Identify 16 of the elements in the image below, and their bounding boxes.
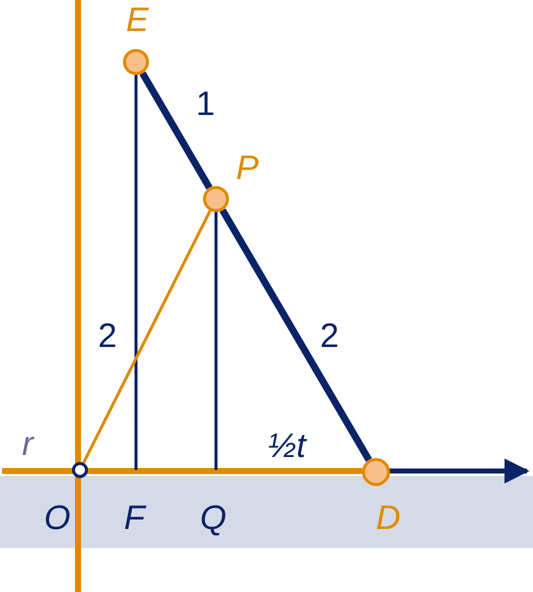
- line-segment: [214, 212, 218, 470]
- line-segment: [140, 71, 212, 190]
- edge-label: 2: [320, 318, 339, 354]
- edge-label: 2: [98, 318, 117, 354]
- line-segment: [82, 210, 212, 464]
- edge-label: 1: [196, 86, 215, 122]
- point-label: F: [124, 500, 145, 536]
- line-segment: [220, 208, 372, 462]
- point-label: Q: [200, 500, 226, 536]
- line-segment: [134, 75, 138, 470]
- axis-label: r: [22, 426, 34, 462]
- axis-label: ½t: [268, 428, 306, 464]
- point-label: D: [376, 500, 401, 536]
- point-label: P: [236, 150, 259, 186]
- point-label: O: [44, 500, 70, 536]
- point-label: E: [126, 2, 149, 38]
